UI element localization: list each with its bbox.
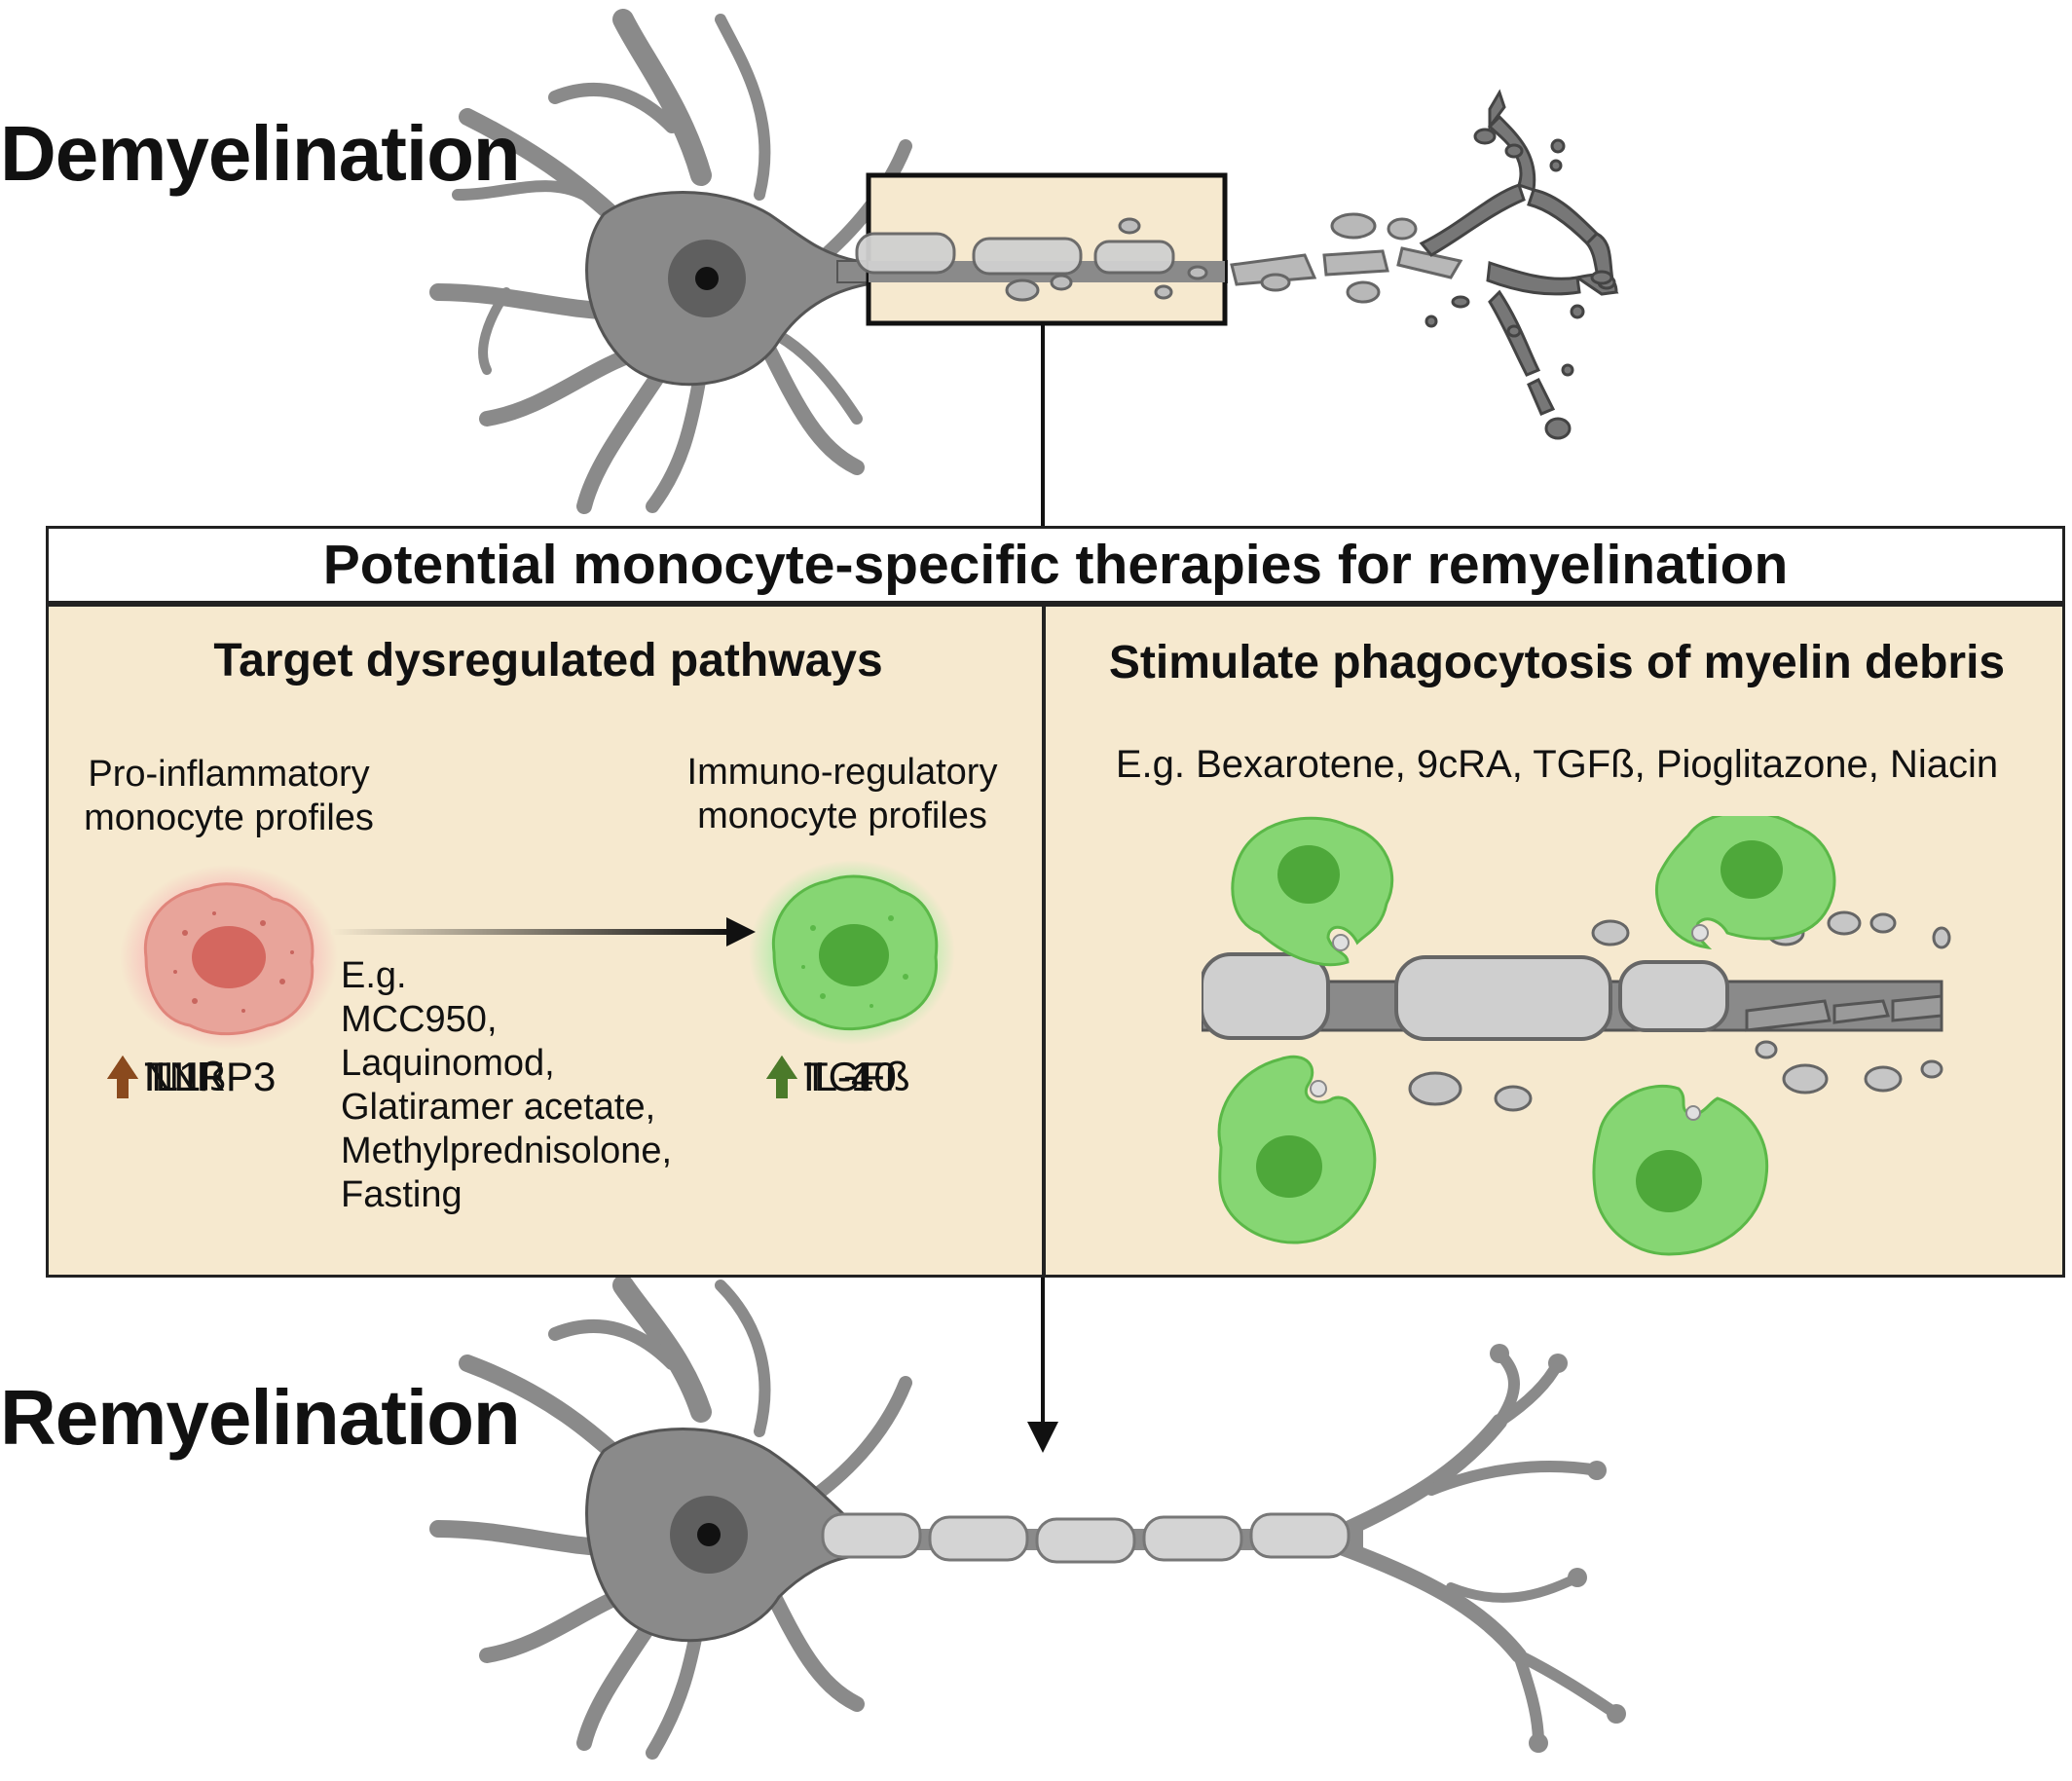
right-panel-title: Stimulate phagocytosis of myelin debris [1108, 637, 2006, 688]
pro-inflammatory-label: Pro-inflammatory monocyte profiles [49, 753, 409, 840]
pro-marker-label: NLRP3 [144, 1054, 277, 1099]
therapy-item: Laquinomod, [341, 1043, 555, 1084]
up-arrow-icon [107, 1056, 138, 1098]
left-panel-title: Target dysregulated pathways [213, 635, 883, 686]
therapy-item: Fasting [341, 1174, 462, 1215]
demyelination-label: Demyelination [0, 110, 521, 197]
reg-marker-label: IL-4 [803, 1054, 874, 1099]
macrophage-bottom-left [1217, 1055, 1377, 1244]
pro-inflammatory-cell [120, 865, 338, 1050]
therapy-item: MCC950, [341, 999, 498, 1040]
boxed-axon-segment [855, 217, 1225, 302]
remyelination-label: Remyelination [0, 1374, 521, 1461]
immuno-regulatory-cell [749, 860, 955, 1045]
therapy-eg: E.g. [341, 955, 407, 996]
therapy-list: E.g. MCC950, Laquinomod, Glatiramer acet… [341, 954, 672, 1217]
pro-marker-label: TNF [144, 1054, 224, 1099]
remyelinated-neuron [429, 1275, 1626, 1760]
reg-label-line1: Immuno-regulatory [686, 752, 998, 793]
right-panel: Stimulate phagocytosis of myelin debris … [1043, 604, 2065, 1278]
down-arrow-head [1027, 1422, 1058, 1453]
up-arrow-icon [766, 1056, 797, 1098]
macrophage-top-right [1654, 816, 1836, 950]
pro-marker-label: IL1ß [144, 1054, 227, 1099]
conversion-arrow [331, 917, 756, 946]
pro-label-line2: monocyte profiles [84, 798, 374, 838]
demyelinating-neuron [429, 9, 1619, 514]
therapies-banner: Potential monocyte-specific therapies fo… [46, 526, 2065, 604]
macrophage-bottom-right [1592, 1084, 1769, 1256]
left-panel: Target dysregulated pathways Pro-inflamm… [46, 604, 1045, 1278]
immuno-regulatory-label: Immuno-regulatory monocyte profiles [662, 751, 1022, 838]
phagocytosis-illustration [1202, 816, 1951, 1256]
right-panel-examples: E.g. Bexarotene, 9cRA, TGFß, Pioglitazon… [1115, 743, 1999, 786]
macrophage-top-left [1231, 816, 1394, 967]
reg-marker-label: IL-10 [803, 1054, 897, 1099]
reg-marker: IL-4 [764, 1050, 873, 1104]
pro-marker: TNF [105, 1050, 224, 1104]
reg-marker-label: TGFß [803, 1054, 910, 1099]
pro-label-line1: Pro-inflammatory [88, 754, 370, 795]
therapy-item: Methylprednisolone, [341, 1131, 673, 1171]
reg-label-line2: monocyte profiles [697, 796, 987, 836]
therapy-item: Glatiramer acetate, [341, 1087, 656, 1128]
